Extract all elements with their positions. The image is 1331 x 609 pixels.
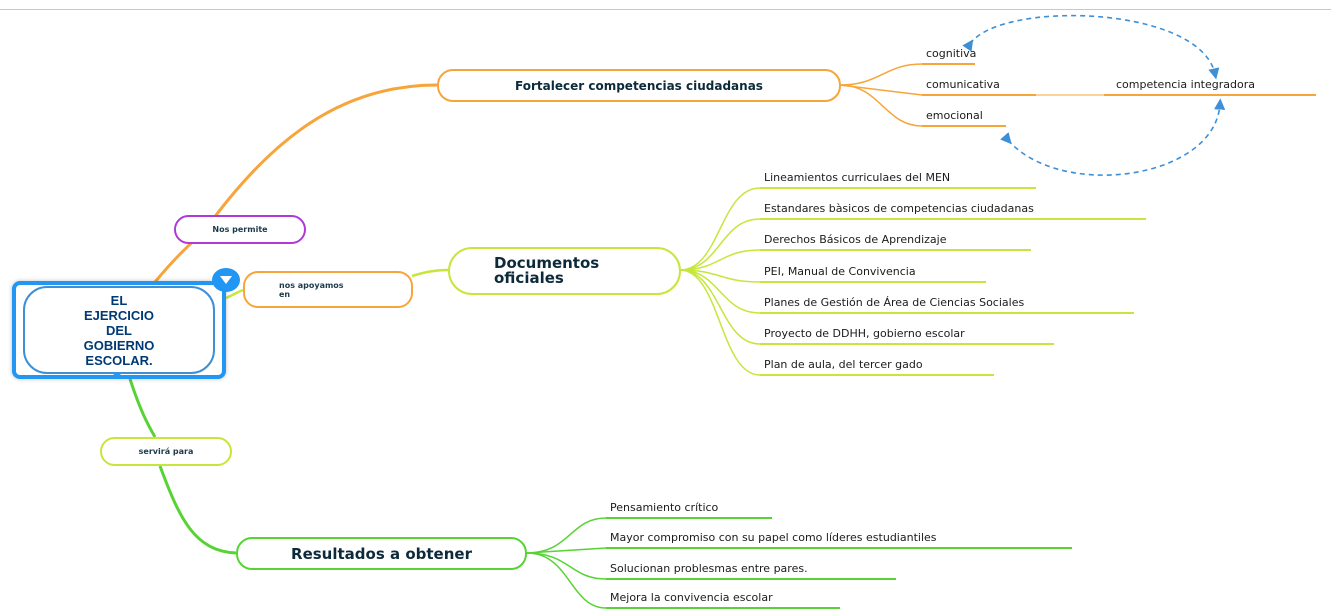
connector-servira-para[interactable]: servirá para <box>100 437 232 466</box>
link-servira-resultados <box>158 465 237 555</box>
leaf-competencia-integradora[interactable]: competencia integradora <box>1116 78 1255 91</box>
leaf-derechos-basicos[interactable]: Derechos Básicos de Aprendizaje <box>764 233 947 246</box>
resultados-leaf-underlines <box>606 517 1072 609</box>
leaf-pensamiento-critico[interactable]: Pensamiento crítico <box>610 501 719 514</box>
link-apoyamos-documentos <box>411 268 449 278</box>
connector-nos-permite-label: Nos permite <box>212 225 268 234</box>
leaf-estandares[interactable]: Estandares bàsicos de competencias ciuda… <box>764 202 1034 215</box>
link-nos-permite-fortalecer <box>203 83 438 231</box>
branch-fortalecer-label: Fortalecer competencias ciudadanas <box>515 78 763 93</box>
connector-nos-apoyamos-label: nos apoyamos en <box>279 280 344 299</box>
relation-emocional-integradora <box>1000 98 1226 176</box>
link-fortalecer-cognitiva <box>839 63 923 86</box>
collapse-toggle-icon[interactable] <box>212 268 240 292</box>
branch-resultados-obtener[interactable]: Resultados a obtener <box>236 537 527 570</box>
central-anchor-handle[interactable] <box>113 374 121 379</box>
leaf-planes-gestion[interactable]: Planes de Gestión de Área de Ciencias So… <box>764 296 1025 309</box>
link-central-apoyamos <box>225 288 244 300</box>
connector-nos-apoyamos[interactable]: nos apoyamos en <box>243 271 413 308</box>
leaf-emocional[interactable]: emocional <box>926 109 983 122</box>
leaf-lineamientos[interactable]: Lineamientos curriculaes del MEN <box>764 171 951 184</box>
leaf-mayor-compromiso[interactable]: Mayor compromiso con su papel como líder… <box>610 531 937 544</box>
branch-documentos-oficiales[interactable]: Documentos oficiales <box>448 247 681 295</box>
branch-fortalecer-competencias[interactable]: Fortalecer competencias ciudadanas <box>437 69 841 102</box>
branch-documentos-label: Documentos oficiales <box>494 254 600 287</box>
link-fortalecer-emocional <box>839 84 923 127</box>
documentos-leaf-links <box>679 187 761 376</box>
relation-cognitiva-integradora <box>962 14 1220 80</box>
leaf-solucionan-problemas[interactable]: Solucionan problesmas entre pares. <box>610 562 808 575</box>
documentos-leaf-underlines <box>760 187 1146 376</box>
leaf-mejora-convivencia[interactable]: Mejora la convivencia escolar <box>610 591 773 604</box>
leaf-cognitiva[interactable]: cognitiva <box>926 47 977 60</box>
central-topic-label: EL EJERCICIO DEL GOBIERNO ESCOLAR. <box>23 286 215 374</box>
leaf-proyecto-ddhh[interactable]: Proyecto de DDHH, gobierno escolar <box>764 327 965 340</box>
top-divider <box>0 9 1331 10</box>
branch-resultados-label: Resultados a obtener <box>291 544 472 563</box>
central-topic-node[interactable]: EL EJERCICIO DEL GOBIERNO ESCOLAR. <box>12 281 226 379</box>
connector-nos-permite[interactable]: Nos permite <box>174 215 306 244</box>
leaf-plan-aula[interactable]: Plan de aula, del tercer gado <box>764 358 923 371</box>
resultados-leaf-links <box>526 517 607 609</box>
leaf-comunicativa[interactable]: comunicativa <box>926 78 1000 91</box>
leaf-pei-manual[interactable]: PEI, Manual de Convivencia <box>764 265 916 278</box>
connector-servira-para-label: servirá para <box>138 447 194 456</box>
link-central-servira <box>128 378 157 438</box>
